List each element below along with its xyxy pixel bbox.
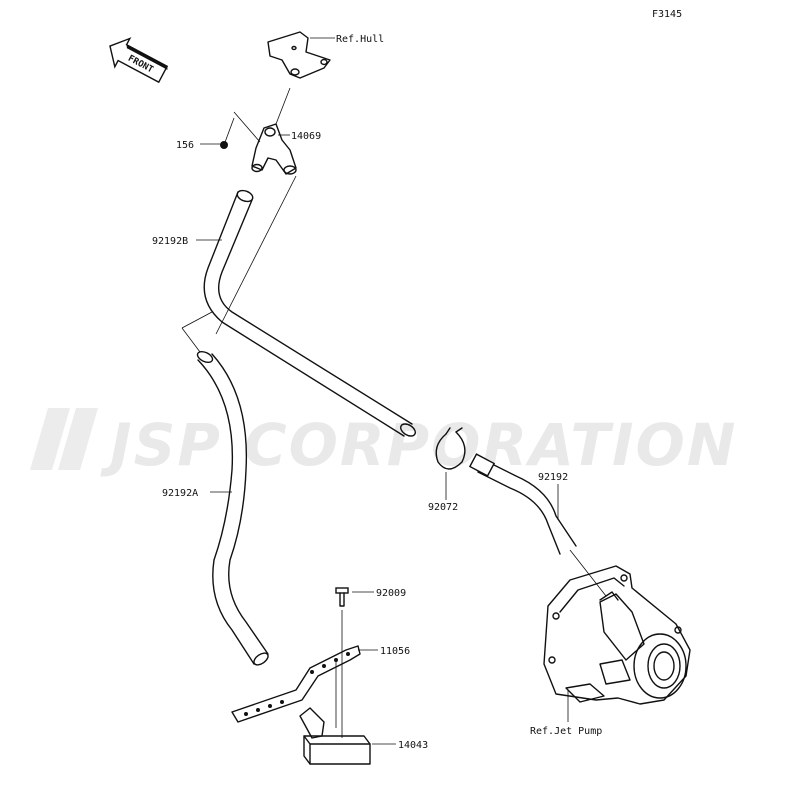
hose-92192 xyxy=(468,453,577,555)
hose-92192B xyxy=(203,189,416,437)
hose-92192A xyxy=(196,351,269,666)
label-14043: 14043 xyxy=(398,740,428,751)
watermark-text: JSP CORPORATION xyxy=(100,411,737,479)
label-92009: 92009 xyxy=(376,588,406,599)
screw-156 xyxy=(220,117,235,149)
label-92192A: 92192A xyxy=(162,488,198,499)
label-ref-hull: Ref.Hull xyxy=(336,34,384,45)
front-arrow-icon: FRONT xyxy=(109,37,169,84)
bracket-11056 xyxy=(231,645,361,723)
clamp-92072 xyxy=(435,427,466,470)
label-156: 156 xyxy=(176,140,194,151)
bolt-92009 xyxy=(335,587,349,607)
pickup-14043 xyxy=(299,707,371,765)
label-14069: 14069 xyxy=(291,131,321,142)
figure-code: F3145 xyxy=(652,9,682,20)
watermark: JSP CORPORATION xyxy=(30,408,737,479)
label-92192B: 92192B xyxy=(152,236,188,247)
elbow-fitting-14069 xyxy=(251,123,297,175)
jet-pump xyxy=(543,565,691,705)
label-92072: 92072 xyxy=(428,502,458,513)
hull-bracket xyxy=(267,31,335,79)
label-ref-jet-pump: Ref.Jet Pump xyxy=(530,726,602,737)
label-11056: 11056 xyxy=(380,646,410,657)
label-92192: 92192 xyxy=(538,472,568,483)
